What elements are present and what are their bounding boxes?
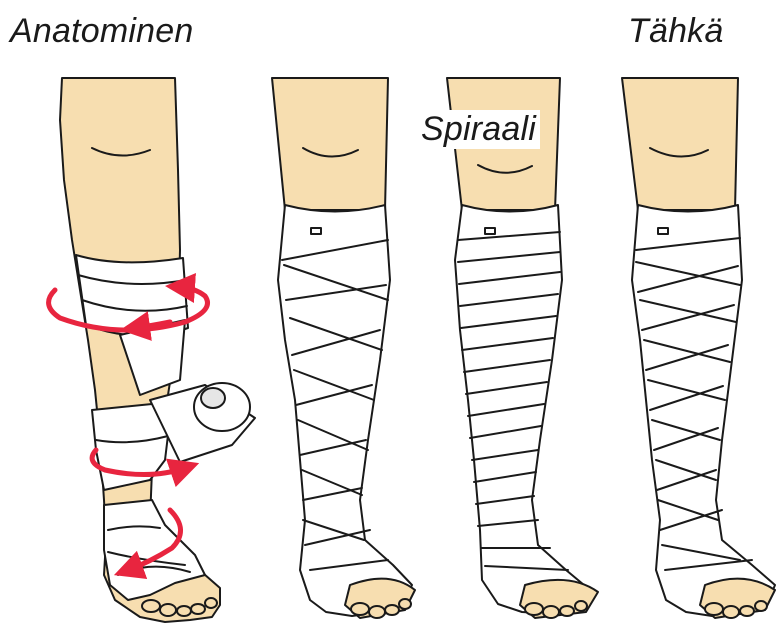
leg-skin (272, 78, 388, 210)
label-spiral: Spiraali (417, 110, 540, 149)
clip (485, 228, 495, 234)
toes (520, 580, 598, 618)
label-anatomical: Anatominen (10, 12, 193, 51)
leg-skin (622, 78, 738, 210)
bandage-body (278, 205, 412, 616)
clip (658, 228, 668, 234)
leg-anatomical (49, 78, 255, 622)
leg-spica (622, 78, 775, 618)
leg-spiral (447, 78, 598, 618)
clip (311, 228, 321, 234)
bandage-body (455, 205, 590, 614)
label-spica: Tähkä (628, 12, 724, 51)
toes (345, 579, 415, 618)
toes (700, 579, 775, 618)
leg-figure-eight (272, 78, 415, 618)
